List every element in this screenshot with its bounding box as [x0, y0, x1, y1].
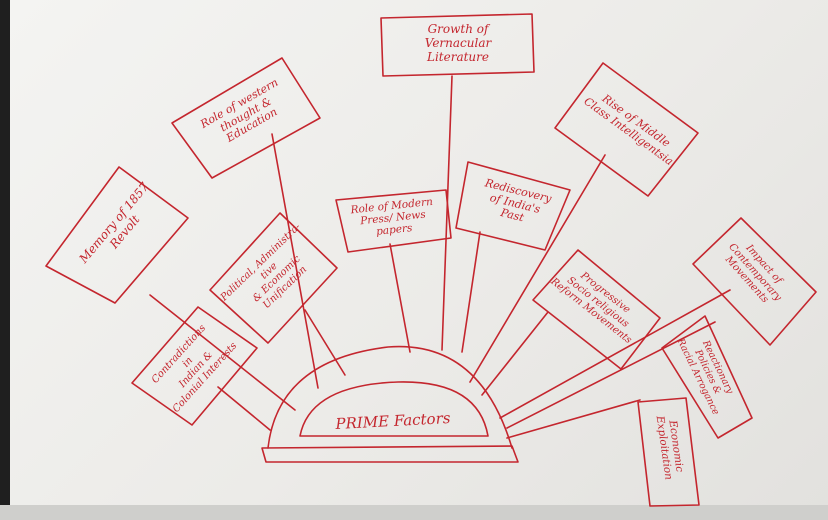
hub-outer-arc: [267, 345, 513, 449]
box-socio-religious-reform: [532, 249, 661, 370]
box-rediscovery-past: [455, 161, 571, 251]
box-modern-press: [335, 189, 452, 253]
box-vernacular-literature: [380, 13, 535, 77]
connector-economic-exploitation: [506, 399, 641, 439]
hub-base: [261, 445, 519, 463]
connector-racial-arrogance: [506, 321, 716, 429]
box-western-thought: [171, 57, 321, 179]
connector-contemporary-movements: [499, 289, 731, 419]
connector-memory-1857: [149, 294, 296, 411]
box-racial-arrogance: [661, 315, 753, 439]
factor-line: Vernacular: [424, 35, 492, 50]
connector-socio-religious-reform: [481, 311, 549, 396]
box-political-unification: [209, 212, 338, 344]
connector-modern-press: [389, 243, 411, 353]
table-surface: [0, 505, 828, 520]
connector-rediscovery-past: [461, 231, 481, 353]
factor-line: Literature: [426, 49, 489, 64]
box-economic-exploitation: [637, 397, 700, 507]
connector-vernacular-literature: [441, 75, 453, 351]
connector-contradictions: [217, 386, 271, 431]
box-contemporary-movements: [692, 217, 817, 346]
connector-political-unification: [304, 309, 346, 376]
factor-vernacular-literature: Growth of Vernacular Literature: [383, 22, 533, 64]
connector-middle-class: [469, 154, 606, 383]
factor-line: Growth of: [427, 22, 489, 36]
box-memory-1857: [45, 166, 189, 304]
box-contradictions: [131, 306, 258, 426]
background-edge: [0, 0, 10, 520]
hub-inner-arc: [299, 381, 489, 437]
box-middle-class: [554, 62, 699, 197]
connector-western-thought: [271, 133, 319, 389]
